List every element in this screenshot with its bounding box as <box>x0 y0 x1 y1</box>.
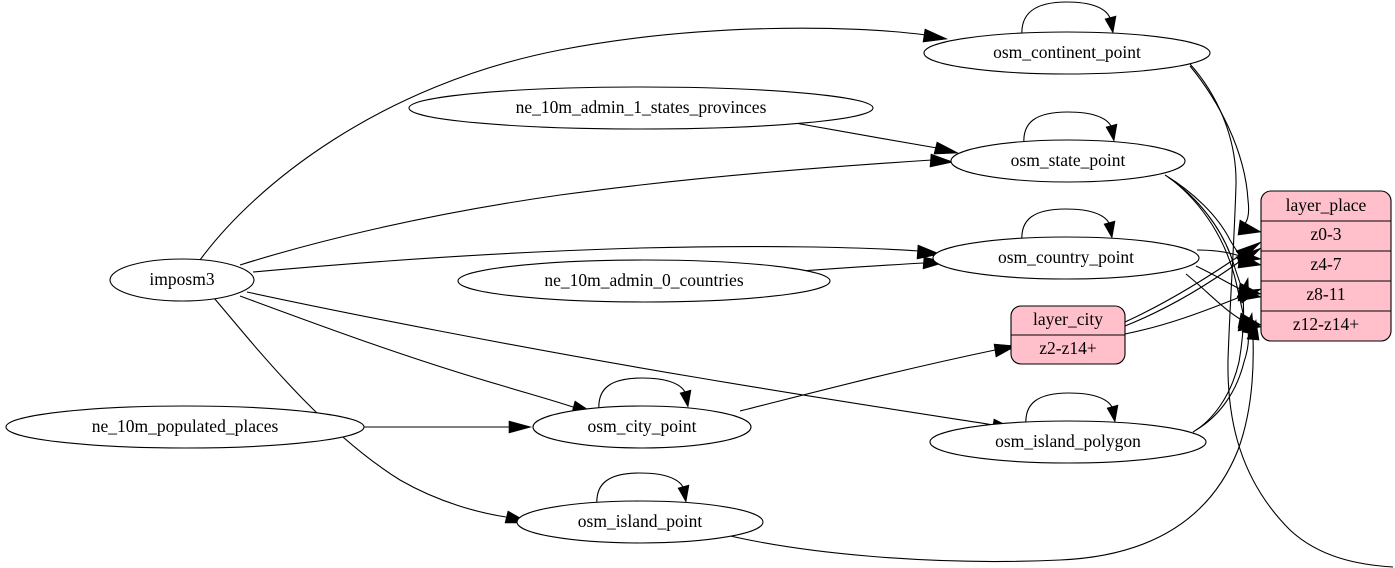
node-osm_city_point[interactable]: osm_city_point <box>532 405 752 449</box>
edge-osm_continent_point-to-layer_place-z0-3-arrow <box>1189 65 1262 236</box>
node-label-osm_island_polygon: osm_island_polygon <box>995 431 1141 451</box>
node-osm_state_point[interactable]: osm_state_point <box>950 139 1186 183</box>
edge-osm_country_point-self-loop <box>1021 208 1116 243</box>
edge-osm_island_point-self-loop <box>596 472 690 507</box>
edge-ne_10m_populated_places-to-osm_city_point <box>364 420 533 434</box>
node-label-osm_island_point: osm_island_point <box>578 511 703 531</box>
record-row-layer_city-z2-z14[interactable]: z2-z14+ <box>1039 338 1097 358</box>
node-osm_continent_point[interactable]: osm_continent_point <box>923 31 1211 75</box>
edge-osm_island_polygon-self-loop <box>1025 392 1119 427</box>
node-label-osm_state_point: osm_state_point <box>1011 150 1126 170</box>
edge-osm_continent_point-self-loop <box>1021 1 1117 38</box>
edge-osm_island_polygon-to-layer_place-z12-z14 <box>1195 311 1255 431</box>
edge-imposm3-to-osm_city_point <box>239 295 597 416</box>
edge-imposm3-to-osm_continent_point <box>199 27 949 261</box>
node-label-ne_10m_populated_places: ne_10m_populated_places <box>92 416 279 436</box>
node-label-ne_10m_admin_0_countries: ne_10m_admin_0_countries <box>544 270 743 290</box>
record-title-layer_city: layer_city <box>1033 309 1103 329</box>
node-osm_island_polygon[interactable]: osm_island_polygon <box>929 420 1207 464</box>
record-row-layer_place-z0-3[interactable]: z0-3 <box>1310 224 1341 244</box>
edge-imposm3-to-osm_country_point <box>252 244 942 273</box>
node-imposm3[interactable]: imposm3 <box>109 258 255 302</box>
edge-osm_continent_point-to-layer_place-z0-3 <box>1189 63 1394 568</box>
edge-osm_state_point-self-loop <box>1023 111 1118 146</box>
node-osm_island_point[interactable]: osm_island_point <box>516 500 764 544</box>
record-row-layer_place-z12-z14[interactable]: z12-z14+ <box>1293 314 1359 334</box>
node-ne_10m_admin_1_states_provinces[interactable]: ne_10m_admin_1_states_provinces <box>408 86 874 130</box>
record-title-layer_place: layer_place <box>1286 195 1367 215</box>
edge-imposm3-to-osm_state_point <box>239 153 955 266</box>
record-node-layer_place[interactable]: layer_place z0-3 z4-7 z8-11 z12-z14+ <box>1260 190 1392 342</box>
record-node-layer_city[interactable]: layer_city z2-z14+ <box>1010 305 1126 365</box>
node-label-osm_city_point: osm_city_point <box>588 416 697 436</box>
edge-ne_10m_admin_1_states_provinces-to-osm_state_point <box>794 122 960 155</box>
node-label-imposm3: imposm3 <box>149 269 214 289</box>
node-label-ne_10m_admin_1_states_provinces: ne_10m_admin_1_states_provinces <box>516 97 767 117</box>
edge-layer_city-to-layer_place-z8-11-a <box>1124 247 1262 327</box>
node-label-osm_country_point: osm_country_point <box>998 247 1134 267</box>
record-row-layer_place-z4-7[interactable]: z4-7 <box>1310 254 1341 274</box>
node-ne_10m_admin_0_countries[interactable]: ne_10m_admin_0_countries <box>457 259 831 303</box>
node-osm_country_point[interactable]: osm_country_point <box>932 236 1200 280</box>
edge-layer_city-to-layer_place-z8-11 <box>1124 288 1263 335</box>
node-layer: imposm3 ne_10m_admin_1_states_provinces … <box>5 31 1211 544</box>
edge-osm_city_point-self-loop <box>598 377 692 412</box>
record-layer: layer_city z2-z14+ layer_place z0-3 z4-7… <box>1010 190 1392 365</box>
edge-osm_island_point-to-layer_place-z12-z14 <box>721 318 1260 563</box>
edge-osm_city_point-to-layer_city <box>739 343 1018 412</box>
edge-ne_10m_admin_0_countries-to-osm_country_point <box>800 256 948 272</box>
node-ne_10m_populated_places[interactable]: ne_10m_populated_places <box>5 405 365 449</box>
record-row-layer_place-z8-11[interactable]: z8-11 <box>1306 284 1345 304</box>
node-label-osm_continent_point: osm_continent_point <box>993 42 1141 62</box>
